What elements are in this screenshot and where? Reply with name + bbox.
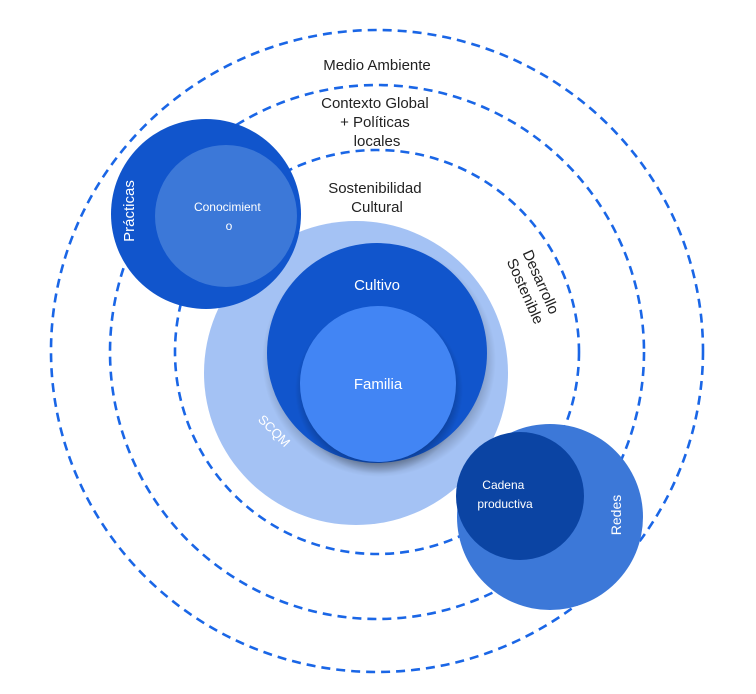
label-cadena-line-2: productiva xyxy=(477,497,533,511)
label-contexto-line-3: locales xyxy=(354,133,401,150)
label-desarrollo-sostenible: Desarrollo Sostenible xyxy=(502,248,563,328)
label-cadena-line-1: Cadena xyxy=(482,478,524,492)
label-sostenibilidad-cultural: Sostenibilidad Cultural xyxy=(328,180,426,216)
label-redes: Redes xyxy=(608,495,624,535)
ring-medio-ambiente xyxy=(49,28,705,674)
label-practicas: Prácticas xyxy=(121,180,138,242)
ring-sostenibilidad xyxy=(173,148,581,556)
label-cultivo: Cultivo xyxy=(354,277,400,294)
ring-contexto-global xyxy=(108,83,646,621)
label-familia: Familia xyxy=(354,376,403,393)
label-contexto-line-2: + Políticas xyxy=(340,114,410,131)
label-sostenibilidad-line-2: Cultural xyxy=(351,199,403,216)
label-sostenibilidad-line-1: Sostenibilidad xyxy=(328,180,421,197)
label-conocimiento: Conocimient o xyxy=(194,200,264,233)
conocimiento-circle xyxy=(155,145,297,287)
label-contexto-line-1: Contexto Global xyxy=(321,95,429,112)
cadena-circle xyxy=(456,432,584,560)
label-conocimiento-line-2: o xyxy=(226,219,233,233)
label-conocimiento-line-1: Conocimient xyxy=(194,200,261,214)
label-medio-ambiente: Medio Ambiente xyxy=(323,57,431,74)
familia-circle xyxy=(300,306,456,462)
label-cadena-productiva: Cadena productiva xyxy=(477,478,533,511)
label-contexto-global: Contexto Global + Políticas locales xyxy=(321,95,433,150)
